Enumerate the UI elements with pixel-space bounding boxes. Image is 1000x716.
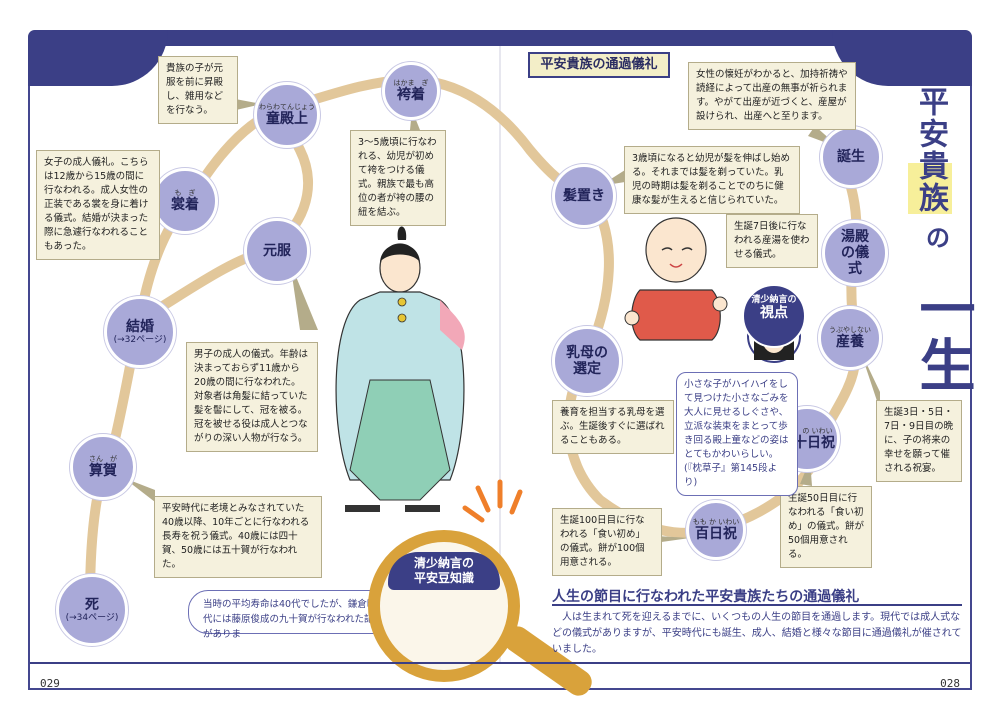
node-ikanoiwai-ruby: いか の いわい [781, 426, 833, 435]
note-kamioki: 3歳頃になると幼児が髪を伸ばし始める。それまでは髪を剃っていた。乳児の時期は髪を… [624, 146, 800, 214]
side-title-issho: 一生 [910, 280, 975, 392]
page-fold [499, 46, 501, 662]
trivia-bubble: 当時の平均寿命は40代でしたが、鎌倉時代には藤原俊成の九十賀が行なわれた記録があ… [188, 590, 400, 640]
node-yudono-label: 湯殿の儀式 [841, 228, 869, 278]
node-genpuku-label: 元服 [263, 242, 291, 259]
node-dotenjo[interactable]: わらわてんじょう 童殿上 [254, 82, 320, 148]
section-title: 平安貴族の通過儀礼 [528, 52, 670, 78]
note-hakama: 3〜5歳頃に行なわれる、幼児が初めて袴をつける儀式。親族で最も高位の者が袴の腰の… [350, 130, 446, 226]
viewpoint-main: 視点 [760, 305, 788, 321]
noble-man-illustration [335, 226, 465, 512]
note-momoka: 生誕100日目に行なわれる「食い初め」の儀式。餅が100個用意される。 [552, 508, 662, 576]
note-ikanoiwai: 生誕50日目に行なわれる「食い初め」の儀式。餅が50個用意される。 [780, 486, 872, 568]
node-sanga-label: 算賀 [89, 462, 117, 479]
note-yudono: 生誕7日後に行なわれる産湯を使わせる儀式。 [726, 214, 818, 268]
note-mogi: 女子の成人儀礼。こちらは12歳から15歳の間に行なわれる。成人女性の正装である裳… [36, 150, 160, 260]
viewpoint-badge: 清少納言の 視点 [742, 284, 806, 348]
note-menoto: 養育を担当する乳母を選ぶ。生誕後すぐに選ばれることもある。 [552, 400, 674, 454]
node-genpuku[interactable]: 元服 [244, 218, 310, 284]
node-mogi-ruby: も ぎ [174, 188, 196, 197]
burst-marks [462, 479, 523, 523]
trivia-title-line1: 清少納言の [413, 556, 474, 570]
page-number-left: 029 [40, 677, 60, 690]
pointer-sanga [124, 478, 155, 502]
node-sanga-ruby: さん が [89, 454, 117, 463]
node-mogi-label: 裳着 [171, 196, 199, 213]
node-kekkon-label: 結婚 [126, 318, 154, 335]
node-momoka-ruby: もも か いわい [692, 517, 740, 526]
viewpoint-top: 清少納言の [751, 295, 797, 305]
node-ubuyashinai-ruby: うぶやしない [829, 325, 871, 334]
note-sanga: 平安時代に老境とみなされていた40歳以降、10年ごとに行なわれる長寿を祝う儀式。… [154, 496, 322, 578]
node-ubuyashinai-label: 産養 [836, 333, 864, 350]
node-yudono[interactable]: 湯殿の儀式 [822, 220, 888, 286]
node-momoka-label: 百日祝 [695, 525, 737, 542]
node-ubuyashinai[interactable]: うぶやしない 産養 [818, 306, 882, 370]
node-kekkon-sub: (→32ページ) [113, 334, 167, 345]
bottom-rule [30, 662, 970, 664]
side-title-no: の [926, 224, 950, 252]
side-title: 平安貴族 の [908, 86, 968, 253]
node-kekkon[interactable]: 結婚 (→32ページ) [104, 296, 176, 368]
trivia-title-line2: 平安豆知識 [413, 571, 474, 585]
node-shi[interactable]: 死 (→34ページ) [56, 574, 128, 646]
node-kamioki-label: 髪置き [563, 187, 605, 204]
side-title-main: 平安貴族 [908, 86, 952, 214]
side-title-lower: 一生 [908, 280, 975, 392]
section-underline [552, 604, 962, 606]
node-tanjo-label: 誕生 [837, 148, 865, 165]
note-tanjo: 女性の懐妊がわかると、加持祈祷や読経によって出産の無事が祈られます。やがて出産が… [688, 62, 856, 130]
node-shi-label: 死 [85, 596, 99, 613]
node-kamioki[interactable]: 髪置き [552, 164, 616, 228]
node-shi-sub: (→34ページ) [65, 612, 119, 623]
section-body: 人は生まれて死を迎えるまでに、いくつもの人生の節目を通過します。現代では成人式な… [552, 612, 962, 655]
node-mogi[interactable]: も ぎ 裳着 [152, 168, 218, 234]
node-menoto-label: 乳母の選定 [566, 344, 608, 377]
node-hakama[interactable]: はかま ぎ 袴着 [382, 62, 440, 120]
node-sanga[interactable]: さん が 算賀 [70, 434, 136, 500]
node-dotenjo-ruby: わらわてんじょう [259, 102, 315, 111]
note-ubuyashinai: 生誕3日・5日・7日・9日目の晩に、子の将来の幸せを願って催される祝宴。 [876, 400, 962, 482]
baby-illustration [624, 217, 728, 341]
node-momoka[interactable]: もも か いわい 百日祝 [686, 500, 746, 560]
note-dotenjo: 貴族の子が元服を前に昇殿し、雑用などを行なう。 [158, 56, 238, 124]
node-tanjo[interactable]: 誕生 [820, 126, 882, 188]
note-quote: 小さな子がハイハイをして見つけた小さなごみを大人に見せるしぐさや、立派な装束をま… [676, 372, 798, 496]
top-band [28, 30, 972, 46]
trivia-title: 清少納言の 平安豆知識 [388, 552, 500, 590]
node-hakama-ruby: はかま ぎ [393, 78, 429, 87]
section-heading: 人生の節目に行なわれた平安貴族たちの通過儀礼 [552, 589, 860, 605]
pointer-genpuku [290, 262, 318, 330]
note-genpuku: 男子の成人の儀式。年齢は決まっておらず11歳から20歳の間に行なわれた。対象者は… [186, 342, 318, 452]
page-number-right: 028 [940, 677, 960, 690]
pointer-dotenjo [230, 98, 262, 110]
node-dotenjo-label: 童殿上 [266, 110, 308, 127]
node-menoto[interactable]: 乳母の選定 [552, 326, 622, 396]
node-hakama-label: 袴着 [397, 86, 425, 103]
